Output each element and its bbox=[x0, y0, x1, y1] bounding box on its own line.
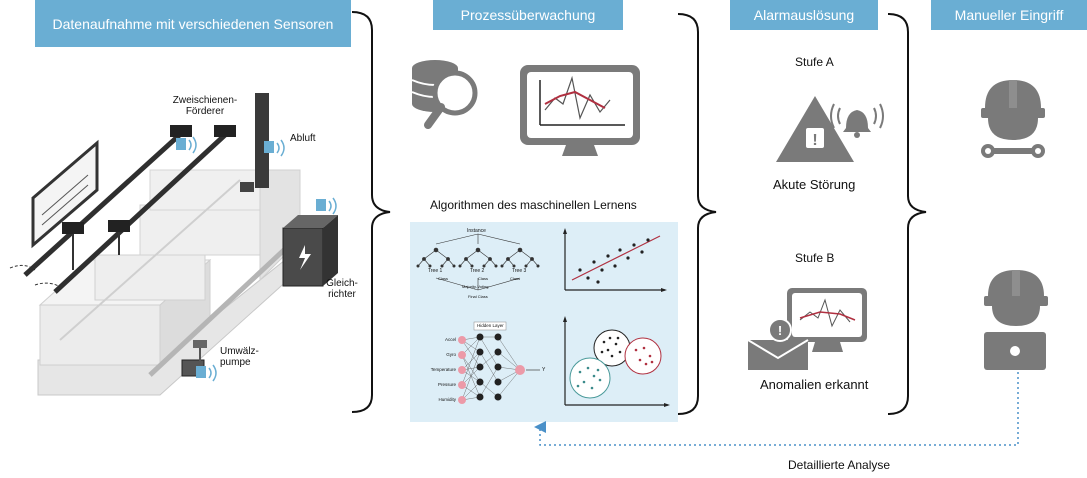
tree-3-label: Tree 3 bbox=[512, 268, 527, 274]
tree-final-label: Final Class bbox=[468, 294, 488, 299]
nn-output-label: Y bbox=[542, 367, 546, 373]
regression-plot bbox=[563, 228, 667, 292]
mail-monitor-icon: ! bbox=[747, 288, 867, 370]
tree-voting-label: Majority-Voting bbox=[462, 284, 489, 289]
ml-title: Algorithmen des maschinellen Lernens bbox=[430, 198, 637, 212]
stage-a-text: Akute Störung bbox=[773, 177, 856, 192]
plant-illustration bbox=[9, 93, 338, 396]
header-alarm: Alarmauslösung bbox=[730, 0, 878, 30]
worker-laptop-icon bbox=[984, 270, 1048, 370]
worker-wrench-icon bbox=[981, 80, 1045, 158]
label-exhaust: Abluft bbox=[290, 133, 316, 144]
tree-2-label: Tree 2 bbox=[470, 268, 485, 274]
analysis-loop-arrow bbox=[534, 372, 1019, 446]
stage-b-text: Anomalien erkannt bbox=[760, 377, 869, 392]
tree-class-3: Class bbox=[510, 276, 521, 281]
tree-class-1: Class bbox=[438, 276, 449, 281]
stage-a-label: Stufe A bbox=[795, 55, 834, 69]
label-conveyor: Zweischienen- Förderer bbox=[172, 95, 238, 117]
header-monitoring: Prozessüberwachung bbox=[433, 0, 623, 30]
svg-text:!: ! bbox=[778, 323, 782, 338]
warning-bell-icon: ! bbox=[776, 96, 884, 162]
nn-input-humidity: Humidity bbox=[438, 397, 456, 402]
random-forest-graphic bbox=[416, 233, 540, 291]
nn-input-pressure: Pressure bbox=[437, 382, 456, 387]
brackets bbox=[351, 11, 927, 415]
nn-hidden-label: Hidden Layer bbox=[477, 323, 504, 328]
ml-panel bbox=[410, 222, 678, 422]
nn-input-accel: Accel bbox=[444, 337, 456, 342]
clustering-plot bbox=[563, 316, 670, 407]
tree-class-2: Class bbox=[478, 276, 489, 281]
monitor-chart-icon bbox=[520, 65, 640, 156]
svg-text:!: ! bbox=[812, 132, 817, 149]
neural-network-graphic bbox=[458, 321, 540, 404]
tree-instance-label: Instance bbox=[467, 228, 486, 234]
label-pump: Umwälz- pumpe bbox=[220, 346, 259, 368]
database-search-icon bbox=[411, 60, 478, 129]
tree-1-label: Tree 1 bbox=[428, 268, 443, 274]
header-sensors: Datenaufnahme mit verschiedenen Sensoren bbox=[35, 0, 351, 47]
analysis-label: Detaillierte Analyse bbox=[788, 458, 891, 472]
stage-b-label: Stufe B bbox=[795, 251, 835, 265]
header-manual: Manueller Eingriff bbox=[931, 0, 1087, 30]
nn-input-gyro: Gyro bbox=[446, 352, 456, 357]
nn-input-temperature: Temperature bbox=[430, 367, 456, 372]
label-rectifier: Gleich- richter bbox=[326, 278, 358, 300]
